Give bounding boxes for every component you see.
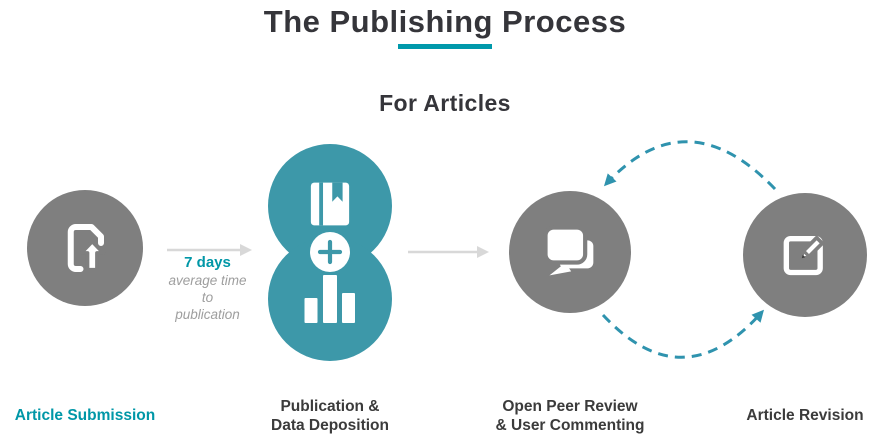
cycle-arrow-top [603,140,777,191]
title-underline [398,44,492,49]
step-label-publication: Publication & Data Deposition [271,397,389,434]
edit-pencil-icon [783,235,825,276]
step-circle-submission [27,190,143,306]
page-title: The Publishing Process [263,4,627,39]
step-label-review: Open Peer Review & User Commenting [495,397,645,434]
document-upload-icon [67,224,106,272]
step-circle-revision [743,193,867,317]
duration-annotation: 7 days average time to publication [150,254,265,324]
plus-icon [310,232,350,272]
cycle-arrow-bottom [601,309,764,359]
step-label-revision: Article Revision [746,407,864,425]
book-icon [310,182,350,226]
step-label-submission: Article Submission [14,407,156,425]
duration-note: average time to publication [168,273,247,322]
duration-label: 7 days [184,254,231,271]
step-circle-review [509,191,631,313]
page-subtitle: For Articles [379,90,511,116]
comments-icon [543,225,594,276]
bar-chart-icon [304,275,355,323]
